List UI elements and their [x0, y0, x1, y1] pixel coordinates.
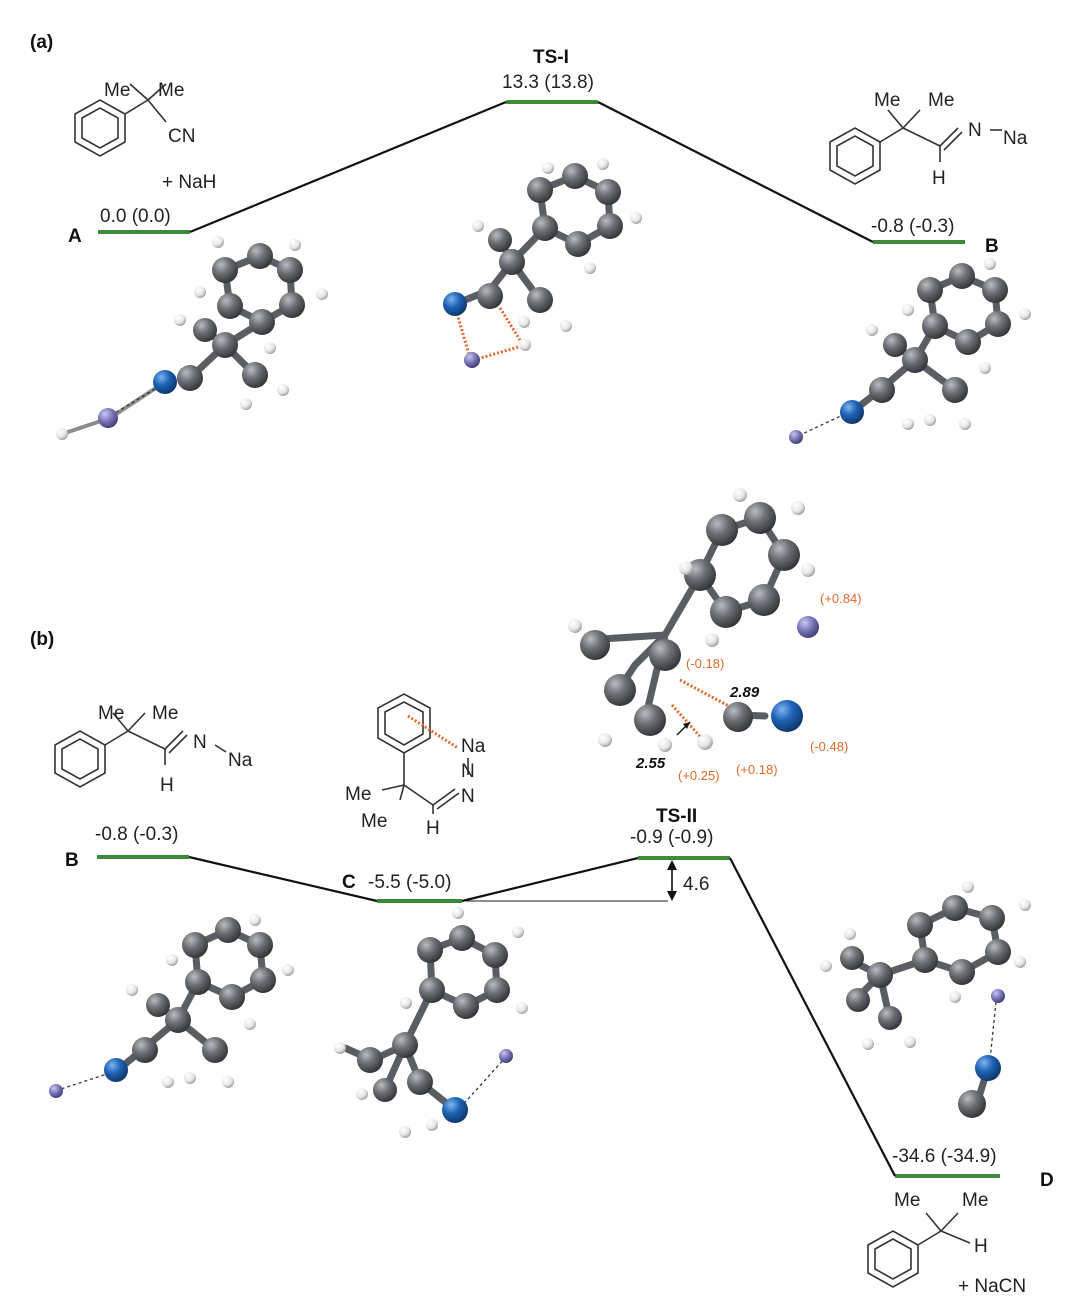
- letter-B-b: B: [65, 850, 79, 871]
- A-reagent: + NaH: [162, 172, 216, 193]
- panel-b-label: (b): [30, 629, 54, 650]
- energy-TS2: -0.9 (-0.9): [630, 827, 713, 848]
- B-a-h: H: [932, 168, 946, 189]
- energy-B-a: -0.8 (-0.3): [871, 216, 954, 237]
- C-na: Na: [461, 736, 486, 757]
- B-b-me-right: Me: [152, 703, 178, 724]
- label-TS2: TS-II: [656, 806, 697, 827]
- structure-C: Na N N Me Me H: [345, 693, 486, 839]
- B-b-na: Na: [228, 750, 253, 771]
- label-TS1: TS-I: [533, 47, 569, 68]
- connector-B-C: [188, 855, 378, 903]
- charge-h: (+0.25): [678, 768, 720, 783]
- letter-A: A: [68, 226, 82, 247]
- barrier-value: 4.6: [683, 874, 709, 895]
- letter-C: C: [342, 872, 356, 893]
- letter-B-a: B: [985, 236, 999, 257]
- molecule-3d-C: [334, 907, 528, 1138]
- B-b-n: N: [193, 732, 207, 753]
- B-b-me-left: Me: [98, 703, 124, 724]
- charge-c-ipso: (-0.18): [686, 656, 724, 671]
- structure-A: Me Me CN + NaH: [74, 80, 216, 193]
- molecule-3d-A: [56, 236, 328, 440]
- charge-na: (+0.84): [820, 591, 862, 606]
- D-reagent: + NaCN: [958, 1276, 1026, 1297]
- distance-289: 2.89: [729, 684, 760, 701]
- molecule-3d-B-b: [49, 914, 294, 1098]
- charge-n: (-0.48): [810, 739, 848, 754]
- A-me-left: Me: [104, 80, 130, 101]
- letter-D: D: [1040, 1170, 1054, 1191]
- D-h: H: [974, 1236, 988, 1257]
- B-a-n: N: [968, 120, 982, 141]
- B-a-me-left: Me: [874, 90, 900, 111]
- B-a-na: Na: [1003, 128, 1028, 149]
- energy-D: -34.6 (-34.9): [892, 1146, 997, 1167]
- energy-B-b: -0.8 (-0.3): [95, 824, 178, 845]
- C-me1: Me: [345, 784, 371, 805]
- B-a-me-right: Me: [928, 90, 954, 111]
- structure-D: Me Me H + NaCN: [867, 1190, 1026, 1297]
- molecule-3d-TS1: [443, 158, 642, 368]
- charge-c: (+0.18): [736, 762, 778, 777]
- C-me2: Me: [361, 811, 387, 832]
- structure-B-b: Me Me N Na H: [54, 703, 253, 796]
- connector-A-TS1: [189, 100, 507, 234]
- A-cn: CN: [168, 126, 195, 147]
- energy-TS1: 13.3 (13.8): [502, 72, 594, 93]
- energy-A: 0.0 (0.0): [100, 206, 171, 227]
- B-b-h: H: [160, 775, 174, 796]
- structure-B-a: Me Me N Na H: [829, 90, 1028, 189]
- C-h: H: [426, 818, 440, 839]
- A-me-right: Me: [158, 80, 184, 101]
- connector-C-TS2: [461, 856, 639, 903]
- distance-255: 2.55: [635, 755, 666, 772]
- D-me-left: Me: [894, 1190, 920, 1211]
- molecule-3d-D: [820, 881, 1031, 1118]
- C-n1: N: [461, 761, 475, 782]
- energy-C: -5.5 (-5.0): [368, 872, 451, 893]
- molecule-3d-TS2: [568, 488, 819, 752]
- molecule-3d-B-a: [789, 258, 1031, 444]
- connector-TS1-B: [597, 101, 874, 243]
- connector-TS2-D: [729, 857, 896, 1177]
- panel-a-label: (a): [30, 32, 53, 53]
- C-n2: N: [461, 786, 475, 807]
- D-me-right: Me: [962, 1190, 988, 1211]
